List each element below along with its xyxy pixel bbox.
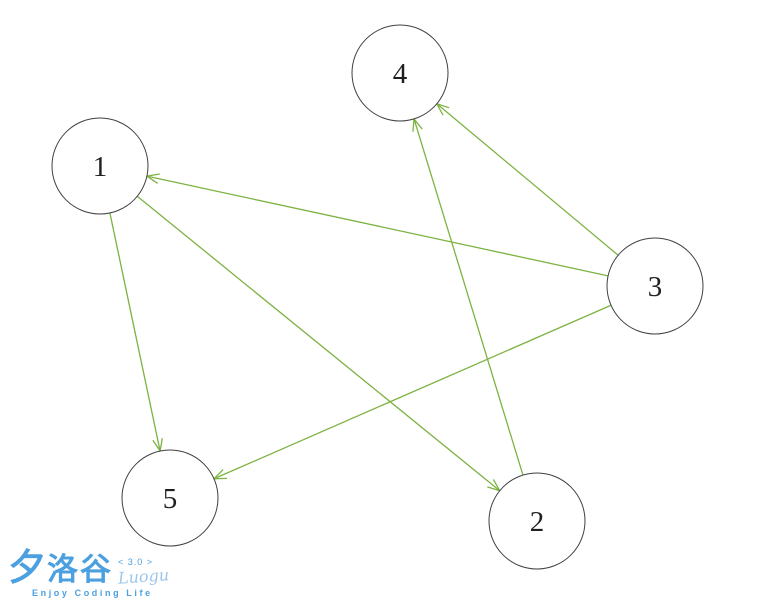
luogu-logo-text: 洛谷 (47, 552, 113, 587)
node-label: 2 (530, 506, 545, 538)
node-label: 3 (648, 271, 663, 303)
graph-node-3[interactable]: 3 (606, 237, 704, 335)
graph-node-2[interactable]: 2 (488, 472, 586, 570)
node-circle[interactable] (121, 449, 219, 547)
luogu-version-label: < 3.0 > (118, 557, 154, 567)
graph-edge-1-2 (136, 195, 501, 492)
graph-node-5[interactable]: 5 (121, 449, 219, 547)
luogu-logo-row: 夕 洛谷 < 3.0 > Luogu (5, 546, 170, 588)
luogu-tagline: Enjoy Coding Life (32, 588, 153, 598)
graph-node-4[interactable]: 4 (351, 24, 449, 122)
node-circle[interactable] (51, 117, 149, 215)
edges-layer (109, 102, 619, 492)
graph-edge-3-5 (213, 304, 612, 480)
graph-node-1[interactable]: 1 (51, 117, 149, 215)
luogu-logo-side: < 3.0 > Luogu (117, 557, 170, 588)
node-label: 4 (393, 58, 408, 90)
node-circle[interactable] (606, 237, 704, 335)
luogu-script-name: Luogu (117, 565, 170, 588)
nodes-layer: 1 2 3 4 5 (51, 24, 704, 570)
graph-edge-1-5 (109, 212, 161, 452)
graph-edge-2-4 (413, 118, 524, 476)
node-circle[interactable] (351, 24, 449, 122)
node-label: 1 (93, 151, 108, 183)
graph-edge-3-1 (146, 175, 609, 277)
graph-edge-3-4 (436, 103, 619, 256)
node-circle[interactable] (488, 472, 586, 570)
node-label: 5 (163, 483, 178, 515)
luogu-logo: 夕 洛谷 < 3.0 > Luogu Enjoy Coding Life (5, 546, 170, 598)
luogu-logo-icon: 夕 (5, 546, 48, 588)
